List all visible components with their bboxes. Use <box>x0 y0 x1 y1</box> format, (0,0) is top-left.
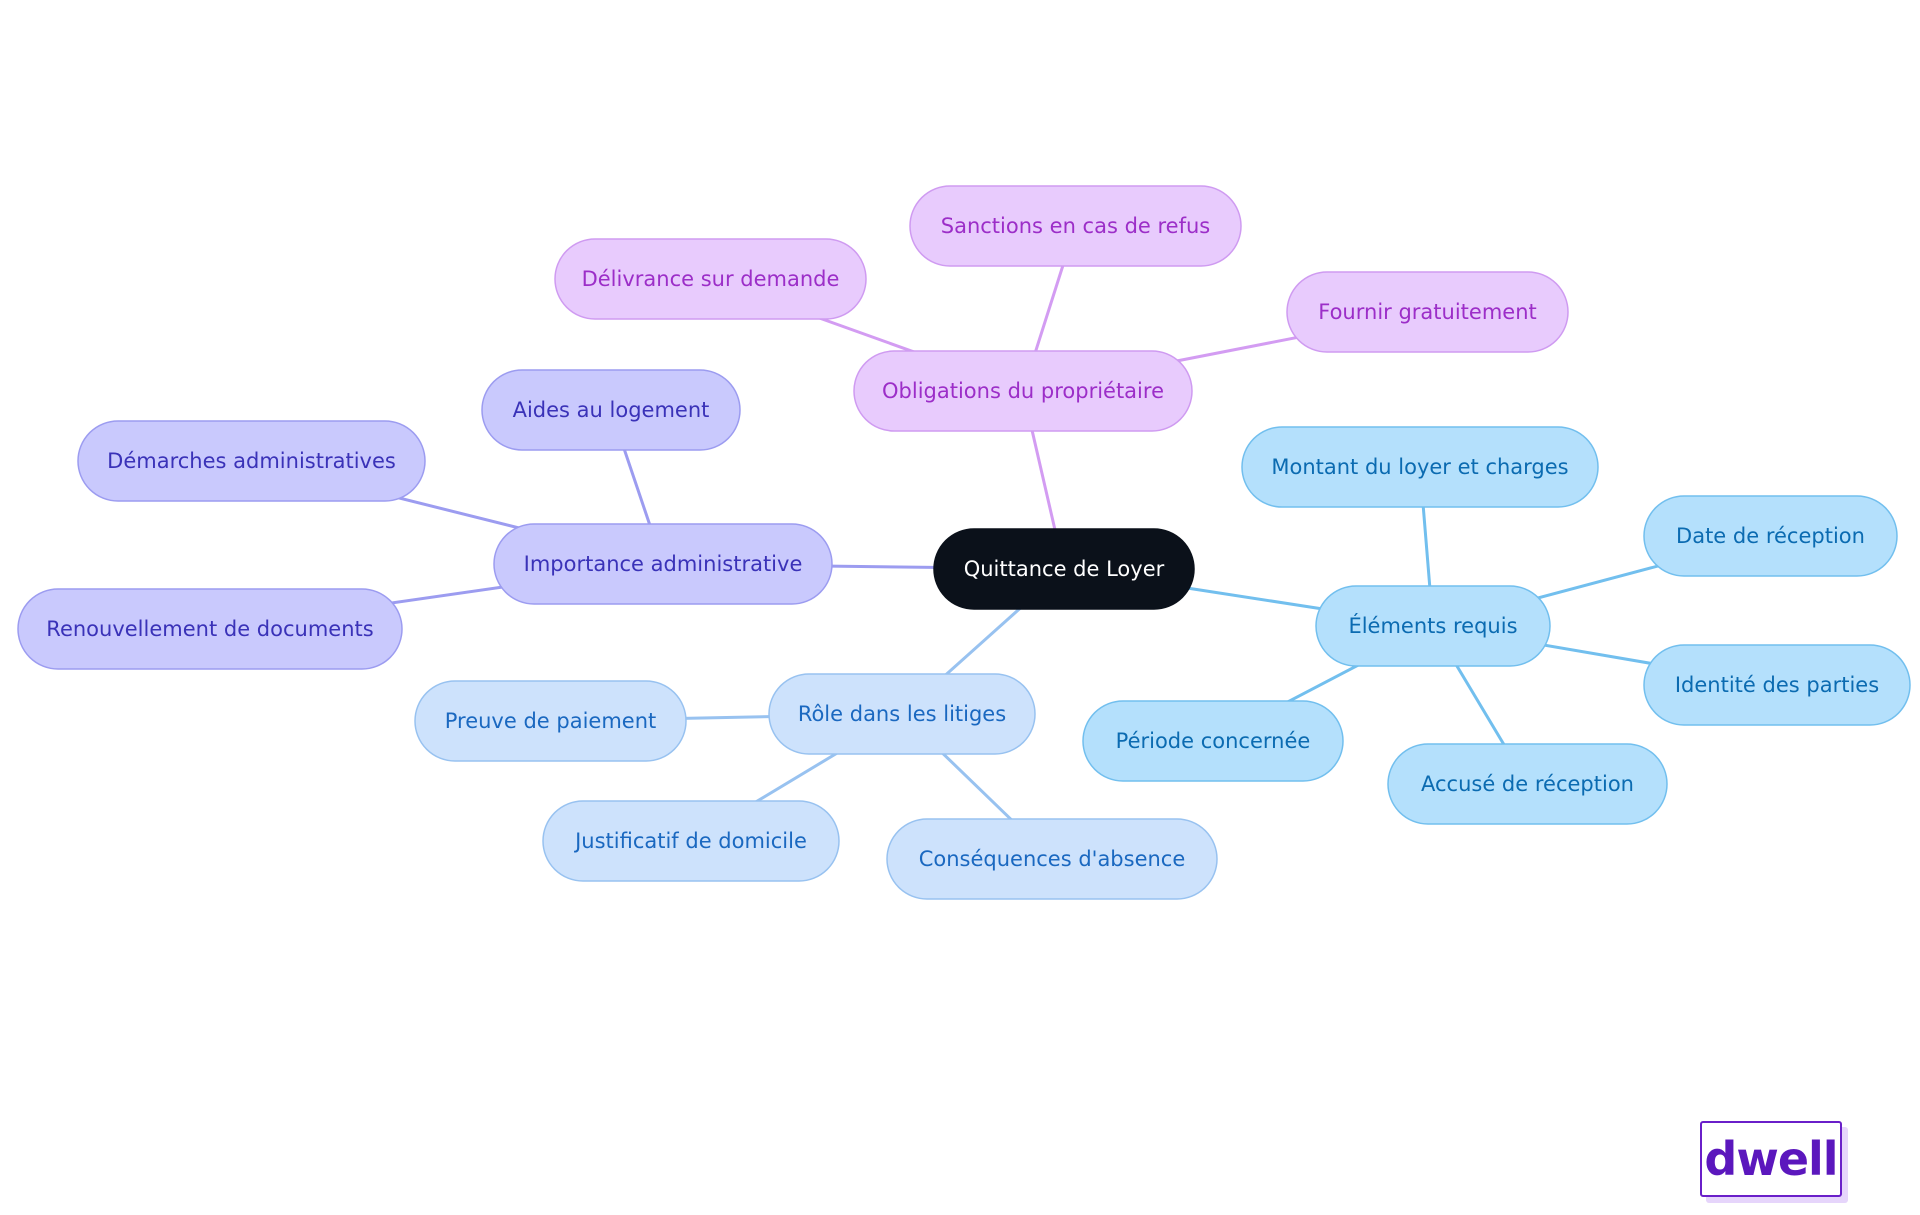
node-box-sanctions-en-cas-de-refus <box>909 185 1242 267</box>
node-box-accuse-de-reception <box>1387 743 1668 825</box>
node-elements-requis: Éléments requis <box>1315 585 1551 667</box>
node-box-role-dans-les-litiges <box>768 673 1036 755</box>
node-box-justificatif-de-domicile <box>542 800 840 882</box>
node-box-date-de-reception <box>1643 495 1898 577</box>
node-box-preuve-de-paiement <box>414 680 687 762</box>
logo-text: dwell <box>1704 1132 1838 1186</box>
node-date-de-reception: Date de réception <box>1643 495 1898 577</box>
node-aides-au-logement: Aides au logement <box>481 369 741 451</box>
node-label-aides-au-logement: Aides au logement <box>513 398 710 422</box>
node-label-justificatif-de-domicile: Justificatif de domicile <box>573 829 807 853</box>
node-label-periode-concernee: Période concernée <box>1116 729 1311 753</box>
node-box-fournir-gratuitement <box>1286 271 1569 353</box>
node-periode-concernee: Période concernée <box>1082 700 1344 782</box>
node-demarches-administratives: Démarches administratives <box>77 420 426 502</box>
node-renouvellement-de-documents: Renouvellement de documents <box>17 588 403 670</box>
node-label-identite-des-parties: Identité des parties <box>1675 673 1879 697</box>
node-box-montant-du-loyer <box>1241 426 1599 508</box>
node-label-preuve-de-paiement: Preuve de paiement <box>445 709 657 733</box>
node-box-importance-administrative <box>493 523 833 605</box>
node-label-elements-requis: Éléments requis <box>1348 613 1517 638</box>
node-fournir-gratuitement: Fournir gratuitement <box>1286 271 1569 353</box>
mind-map-nodes: Quittance de Loyer Importance administrat… <box>17 185 1911 900</box>
node-delivrance-sur-demande: Délivrance sur demande <box>554 238 867 320</box>
node-box-consequences-dabsence <box>886 818 1218 900</box>
node-obligations-du-proprietaire: Obligations du propriétaire <box>853 350 1193 432</box>
node-box-periode-concernee <box>1082 700 1344 782</box>
node-montant-du-loyer: Montant du loyer et charges <box>1241 426 1599 508</box>
node-label-renouvellement-de-documents: Renouvellement de documents <box>46 617 373 641</box>
node-label-obligations-du-proprietaire: Obligations du propriétaire <box>882 379 1164 403</box>
node-box-renouvellement-de-documents <box>17 588 403 670</box>
node-label-consequences-dabsence: Conséquences d'absence <box>919 847 1186 871</box>
node-box-delivrance-sur-demande <box>554 238 867 320</box>
node-label-importance-administrative: Importance administrative <box>524 552 803 576</box>
node-accuse-de-reception: Accusé de réception <box>1387 743 1668 825</box>
node-consequences-dabsence: Conséquences d'absence <box>886 818 1218 900</box>
dwell-logo: dwell <box>1700 1121 1842 1197</box>
node-label-fournir-gratuitement: Fournir gratuitement <box>1318 300 1537 324</box>
node-box-identite-des-parties <box>1643 644 1911 726</box>
node-root: Quittance de Loyer <box>933 528 1195 610</box>
node-label-sanctions-en-cas-de-refus: Sanctions en cas de refus <box>941 214 1211 238</box>
node-justificatif-de-domicile: Justificatif de domicile <box>542 800 840 882</box>
node-box-elements-requis <box>1315 585 1551 667</box>
node-label-delivrance-sur-demande: Délivrance sur demande <box>582 267 840 291</box>
node-box-aides-au-logement <box>481 369 741 451</box>
node-role-dans-les-litiges: Rôle dans les litiges <box>768 673 1036 755</box>
node-importance-administrative: Importance administrative <box>493 523 833 605</box>
node-preuve-de-paiement: Preuve de paiement <box>414 680 687 762</box>
node-label-montant-du-loyer: Montant du loyer et charges <box>1271 455 1568 479</box>
node-sanctions-en-cas-de-refus: Sanctions en cas de refus <box>909 185 1242 267</box>
node-box-root <box>933 528 1195 610</box>
node-label-accuse-de-reception: Accusé de réception <box>1421 772 1634 796</box>
node-label-date-de-reception: Date de réception <box>1676 524 1865 548</box>
node-box-obligations-du-proprietaire <box>853 350 1193 432</box>
node-label-demarches-administratives: Démarches administratives <box>107 449 396 473</box>
node-label-role-dans-les-litiges: Rôle dans les litiges <box>798 702 1006 726</box>
node-identite-des-parties: Identité des parties <box>1643 644 1911 726</box>
node-label-root: Quittance de Loyer <box>964 557 1165 581</box>
node-box-demarches-administratives <box>77 420 426 502</box>
